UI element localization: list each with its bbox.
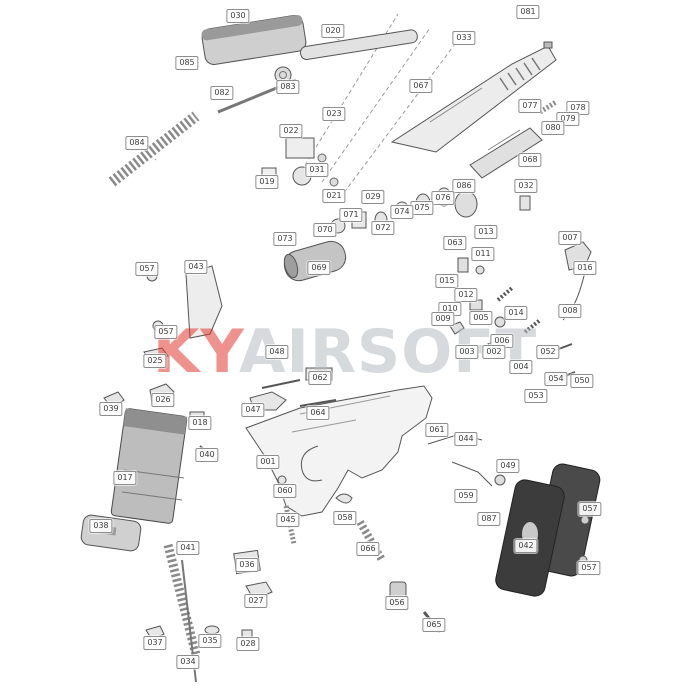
- part-label-033: 033: [452, 31, 476, 45]
- slide-housing-drawing: [469, 127, 543, 179]
- magazine-drawing: [110, 408, 188, 524]
- part-label-071: 071: [339, 208, 363, 222]
- part-label-030: 030: [226, 9, 250, 23]
- part-label-057: 057: [135, 262, 159, 276]
- part-label-026: 026: [151, 393, 175, 407]
- part-label-081: 081: [516, 5, 540, 19]
- part-label-039: 039: [99, 402, 123, 416]
- part-label-006: 006: [490, 334, 514, 348]
- slide-drawing: [390, 41, 557, 153]
- part-label-070: 070: [313, 223, 337, 237]
- part-label-057: 057: [578, 502, 602, 516]
- part-label-085: 085: [175, 56, 199, 70]
- part-label-074: 074: [390, 205, 414, 219]
- part-label-067: 067: [409, 79, 433, 93]
- part-label-087: 087: [477, 512, 501, 526]
- part-label-013: 013: [474, 225, 498, 239]
- part-label-054: 054: [544, 372, 568, 386]
- part-label-062: 062: [308, 371, 332, 385]
- part-label-023: 023: [322, 107, 346, 121]
- part-label-020: 020: [321, 24, 345, 38]
- grip-screw-drawing: [580, 515, 590, 525]
- part-label-036: 036: [235, 558, 259, 572]
- part-label-083: 083: [276, 80, 300, 94]
- part-label-031: 031: [305, 163, 329, 177]
- part-label-009: 009: [431, 312, 455, 326]
- part-label-075: 075: [410, 201, 434, 215]
- part-label-019: 019: [255, 175, 279, 189]
- part-label-001: 001: [256, 455, 280, 469]
- part-label-018: 018: [188, 416, 212, 430]
- part-label-052: 052: [536, 345, 560, 359]
- part-label-072: 072: [371, 221, 395, 235]
- part-label-058: 058: [333, 511, 357, 525]
- part-label-025: 025: [143, 354, 167, 368]
- part-label-048: 048: [265, 345, 289, 359]
- part-label-082: 082: [210, 86, 234, 100]
- part-label-003: 003: [455, 345, 479, 359]
- part-label-037: 037: [143, 636, 167, 650]
- part-label-007: 007: [558, 231, 582, 245]
- part-label-050: 050: [570, 374, 594, 388]
- part-label-035: 035: [198, 634, 222, 648]
- grip-panels-drawing: [495, 463, 601, 597]
- part-label-086: 086: [452, 179, 476, 193]
- part-label-002: 002: [482, 345, 506, 359]
- part-label-064: 064: [306, 406, 330, 420]
- part-label-008: 008: [558, 304, 582, 318]
- part-label-040: 040: [195, 448, 219, 462]
- part-label-005: 005: [469, 311, 493, 325]
- part-label-073: 073: [273, 232, 297, 246]
- frame-drawing: [245, 385, 433, 517]
- part-label-077: 077: [518, 99, 542, 113]
- part-label-057: 057: [577, 561, 601, 575]
- part-label-014: 014: [504, 306, 528, 320]
- part-label-076: 076: [431, 191, 455, 205]
- part-label-011: 011: [471, 247, 495, 261]
- part-label-043: 043: [184, 260, 208, 274]
- part-label-012: 012: [454, 288, 478, 302]
- part-label-021: 021: [322, 189, 346, 203]
- part-label-059: 059: [454, 489, 478, 503]
- part-label-056: 056: [385, 596, 409, 610]
- part-label-061: 061: [425, 423, 449, 437]
- part-label-044: 044: [454, 432, 478, 446]
- part-label-027: 027: [244, 594, 268, 608]
- part-label-032: 032: [514, 179, 538, 193]
- part-label-004: 004: [509, 360, 533, 374]
- part-label-038: 038: [89, 519, 113, 533]
- part-label-034: 034: [176, 655, 200, 669]
- part-label-047: 047: [241, 403, 265, 417]
- part-label-028: 028: [236, 637, 260, 651]
- part-label-068: 068: [518, 153, 542, 167]
- part-label-022: 022: [279, 124, 303, 138]
- part-label-066: 066: [356, 542, 380, 556]
- part-label-069: 069: [307, 261, 331, 275]
- part-label-049: 049: [496, 459, 520, 473]
- part-label-084: 084: [125, 136, 149, 150]
- part-label-065: 065: [422, 618, 446, 632]
- recoil-spring-drawing: [108, 111, 200, 187]
- part-label-015: 015: [435, 274, 459, 288]
- part-label-016: 016: [573, 261, 597, 275]
- part-label-063: 063: [443, 236, 467, 250]
- part-label-080: 080: [541, 121, 565, 135]
- outer-barrel-drawing: [201, 14, 307, 65]
- part-label-017: 017: [113, 471, 137, 485]
- part-label-042: 042: [514, 539, 538, 553]
- part-label-041: 041: [176, 541, 200, 555]
- part-label-060: 060: [273, 484, 297, 498]
- part-label-029: 029: [361, 190, 385, 204]
- part-label-053: 053: [524, 389, 548, 403]
- part-label-045: 045: [276, 513, 300, 527]
- part-label-057: 057: [154, 325, 178, 339]
